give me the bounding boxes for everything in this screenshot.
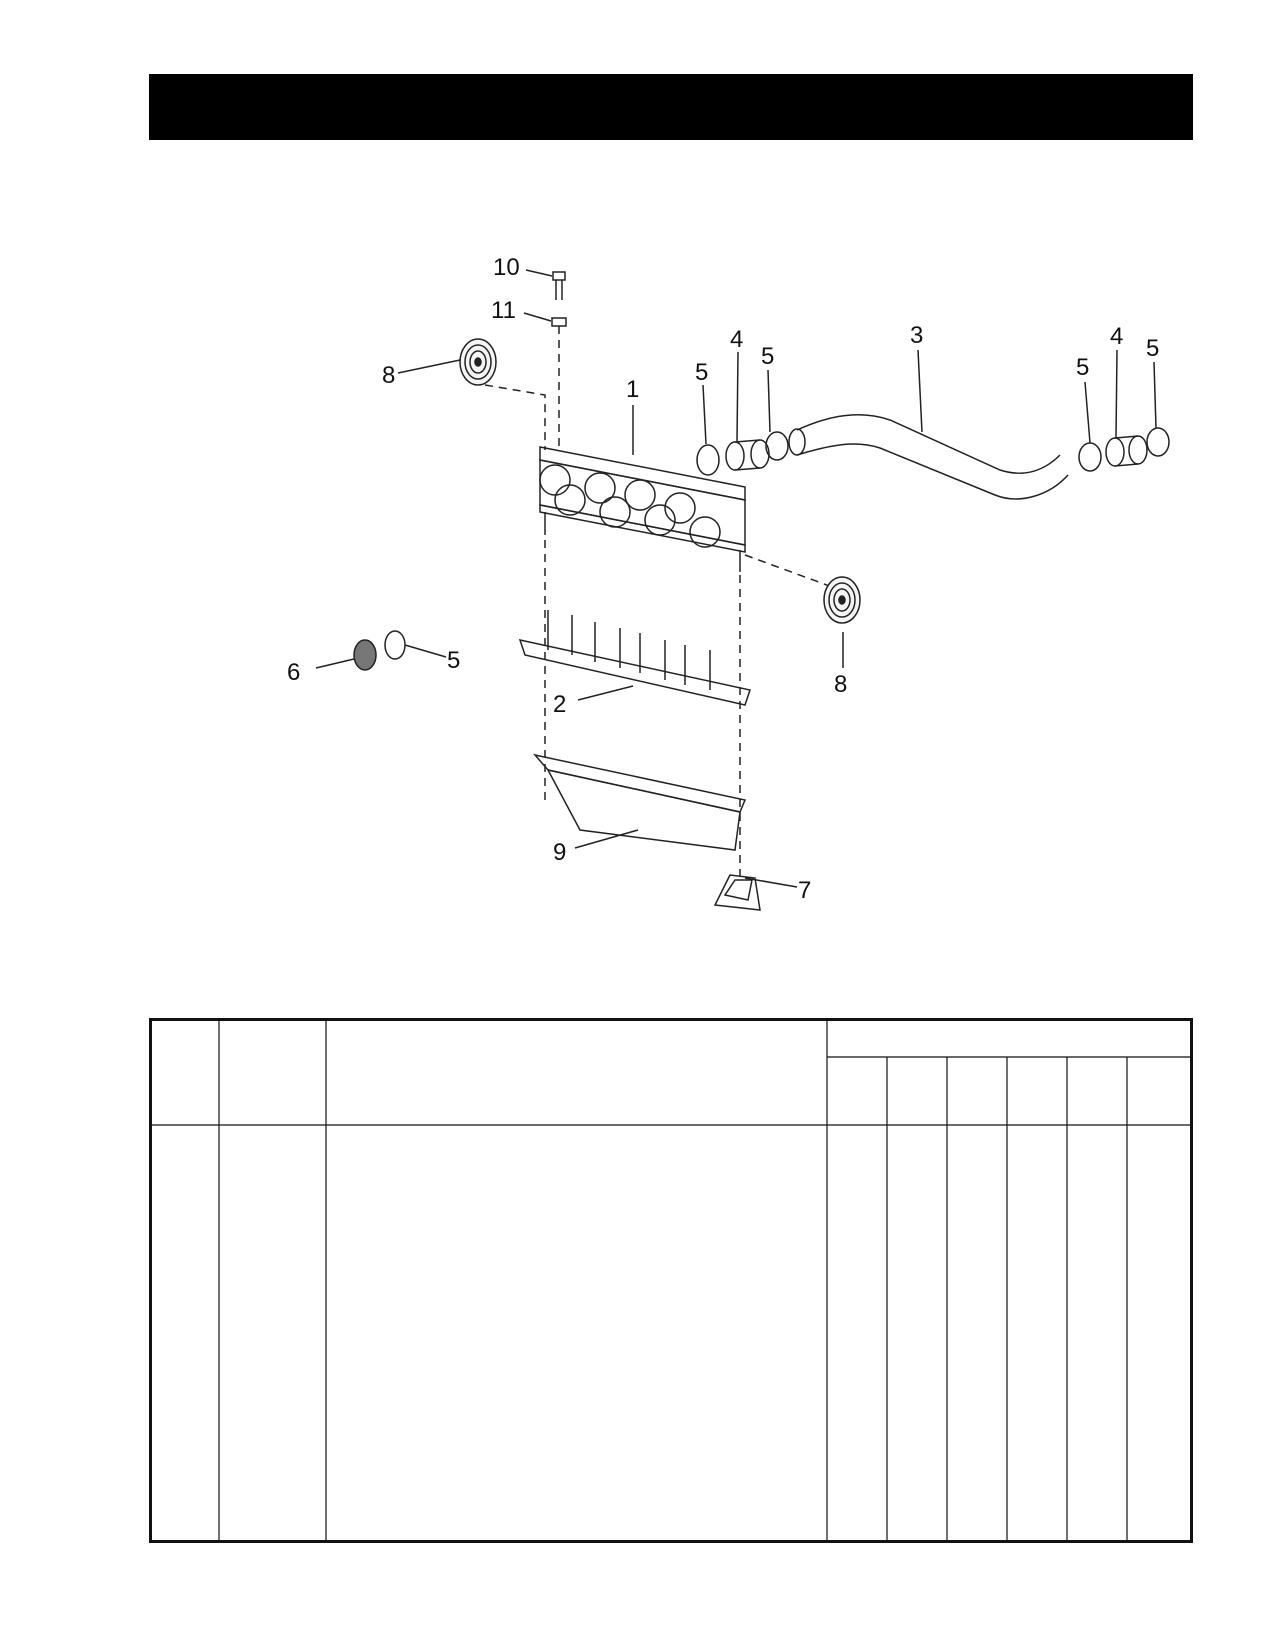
callout-9: 9	[553, 839, 566, 866]
callout-8-lower: 8	[834, 671, 847, 698]
parts-table	[149, 1018, 1193, 1543]
callout-3: 3	[910, 322, 923, 349]
callout-7: 7	[798, 877, 811, 904]
callout-4-b: 4	[1110, 323, 1123, 350]
screen-cap-part	[353, 639, 377, 671]
callout-10: 10	[493, 254, 520, 281]
clamp-part	[1146, 427, 1170, 457]
coupler-part	[1105, 435, 1148, 467]
callout-8-top: 8	[382, 362, 395, 389]
callout-2: 2	[553, 691, 566, 718]
clamp-part	[1078, 442, 1102, 472]
handle-part	[713, 874, 761, 911]
header-bar	[149, 74, 1193, 140]
clamp-part	[384, 630, 406, 660]
callout-5-b: 5	[761, 343, 774, 370]
clamp-part	[765, 431, 789, 461]
callout-5-d: 5	[1146, 335, 1159, 362]
cradle-part	[518, 610, 751, 706]
callout-5-e: 5	[447, 647, 460, 674]
manifold-part	[539, 446, 746, 572]
tube-part	[796, 414, 1069, 500]
callout-1: 1	[626, 376, 639, 403]
pan-part	[532, 753, 747, 851]
gasket-roll-top	[459, 338, 497, 386]
callout-4-a: 4	[730, 326, 743, 353]
exploded-parts-diagram: 10 11 8 1 5 4 5 3 5 4 5 6 5 2 8 9 7	[287, 254, 1170, 911]
coupler-part	[725, 439, 770, 471]
bolt-part	[552, 271, 566, 300]
callout-6: 6	[287, 659, 300, 686]
gasket-roll-lower	[823, 576, 861, 624]
callout-11: 11	[491, 297, 516, 324]
clamp-part	[696, 444, 720, 476]
callout-5-c: 5	[1076, 354, 1089, 381]
callout-5-a: 5	[695, 359, 708, 386]
nut-part	[551, 317, 567, 327]
